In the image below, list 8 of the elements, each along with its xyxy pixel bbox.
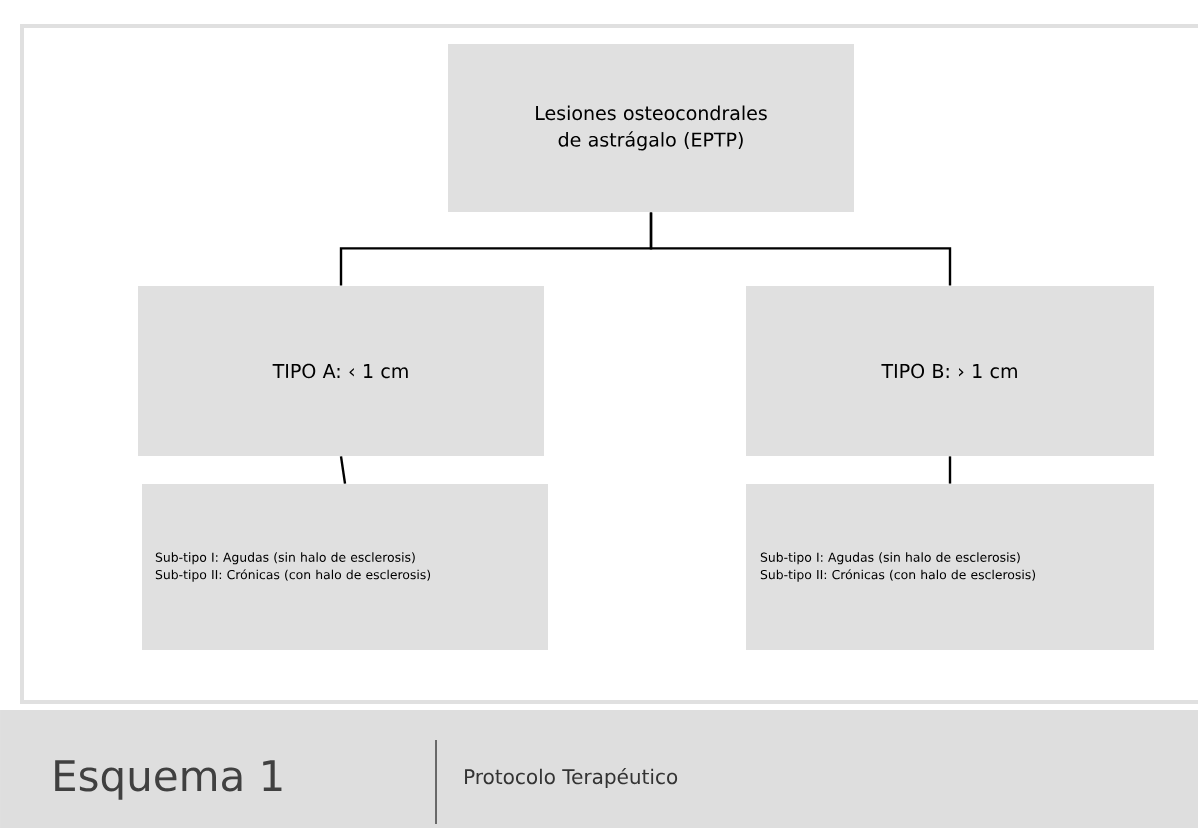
figure-title: Esquema 1: [55, 760, 282, 800]
connector-line: [948, 456, 952, 484]
box: TIPO A: ‹ 1 cm: [138, 285, 544, 456]
box: Lesiones osteocondrales de astrágalo (EPTP): [448, 44, 854, 212]
connector-line: [339, 456, 347, 484]
figure-caption: Protocolo Terapéutico: [465, 767, 678, 789]
box: TIPO B: › 1 cm: [746, 285, 1154, 456]
connector-line: [649, 212, 952, 286]
